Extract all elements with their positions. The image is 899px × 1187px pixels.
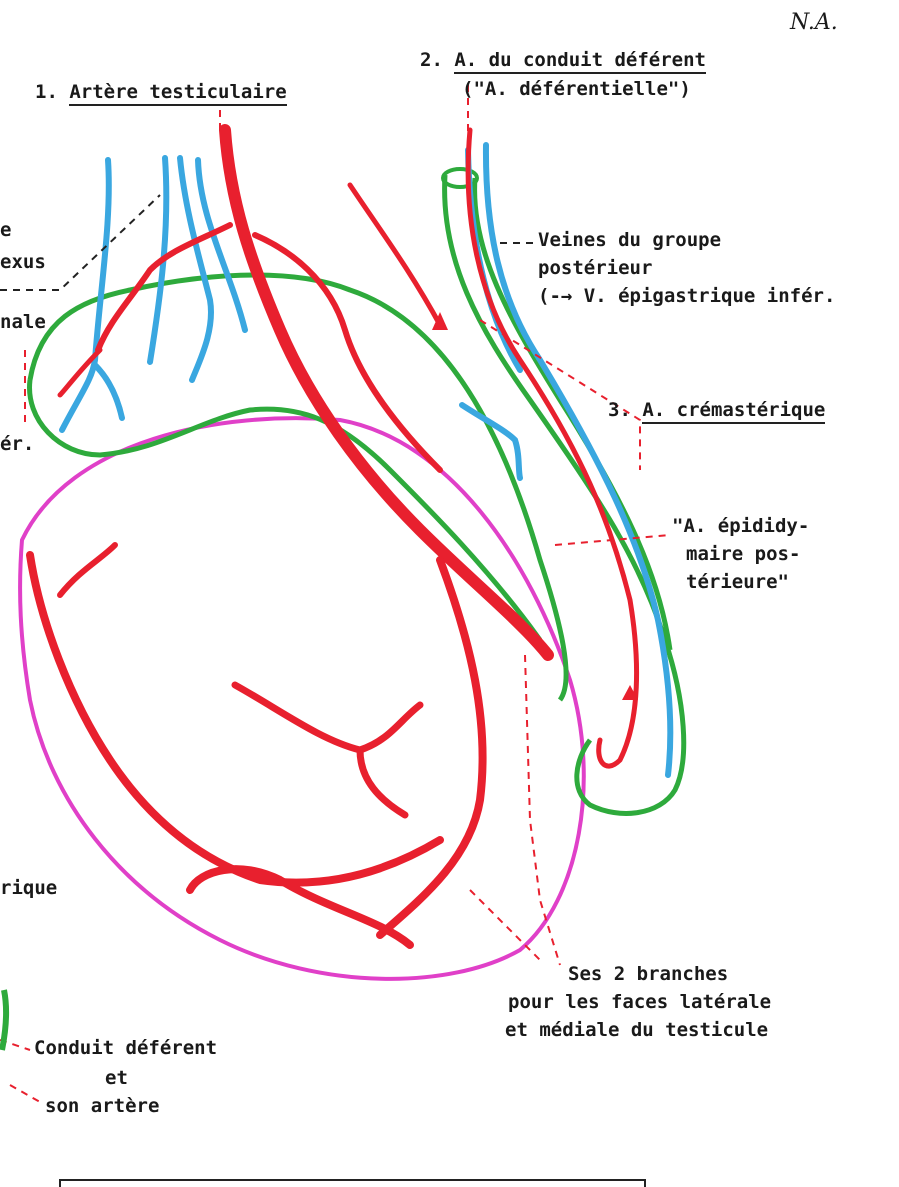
label-cut-2: exus [0, 250, 46, 275]
label-cremasteric-artery-num: 3. [608, 399, 631, 421]
label-conduit-line-3: son artère [45, 1094, 159, 1119]
label-cremasteric-artery-text: A. crémastérique [642, 399, 825, 424]
label-veins-line-1: Veines du groupe [538, 228, 721, 253]
bottom-frame [60, 1180, 645, 1187]
label-cremasteric-artery: 3. A. crémastérique [608, 398, 825, 423]
label-testicular-artery: 1. Artère testiculaire [35, 80, 287, 105]
signature: N.A. [790, 10, 838, 35]
label-cut-1: e [0, 218, 11, 243]
label-branches-line-2: pour les faces latérale [508, 990, 771, 1015]
label-deferential-artery-sub: ("A. déférentielle") [462, 77, 691, 102]
label-deferential-artery: 2. A. du conduit déférent [420, 48, 706, 73]
cord-sheath-left [30, 275, 567, 700]
label-branches-line-3: et médiale du testicule [505, 1018, 768, 1043]
label-veins-line-2: postérieur [538, 256, 652, 281]
label-deferential-artery-text: A. du conduit déférent [454, 49, 706, 74]
label-epididymal-line-2: maire pos- [686, 542, 800, 567]
label-branches-line-1: Ses 2 branches [568, 962, 728, 987]
pampiniform-veins [62, 158, 245, 430]
label-conduit-line-2: et [105, 1066, 128, 1091]
label-testicular-artery-text: Artère testiculaire [69, 81, 286, 106]
label-cut-5: rique [0, 876, 57, 901]
duct-stub-bottom-left [2, 990, 6, 1050]
label-epididymal-line-3: térieure" [686, 570, 789, 595]
label-deferential-artery-num: 2. [420, 49, 443, 71]
label-veins-line-3: (-→ V. épigastrique infér. [538, 284, 835, 309]
label-testicular-artery-num: 1. [35, 81, 58, 103]
label-epididymal-line-1: "A. épididy- [672, 514, 809, 539]
label-cut-3: nale [0, 310, 46, 335]
label-conduit-line-1: Conduit déférent [34, 1036, 217, 1061]
label-cut-4: ér. [0, 432, 34, 457]
